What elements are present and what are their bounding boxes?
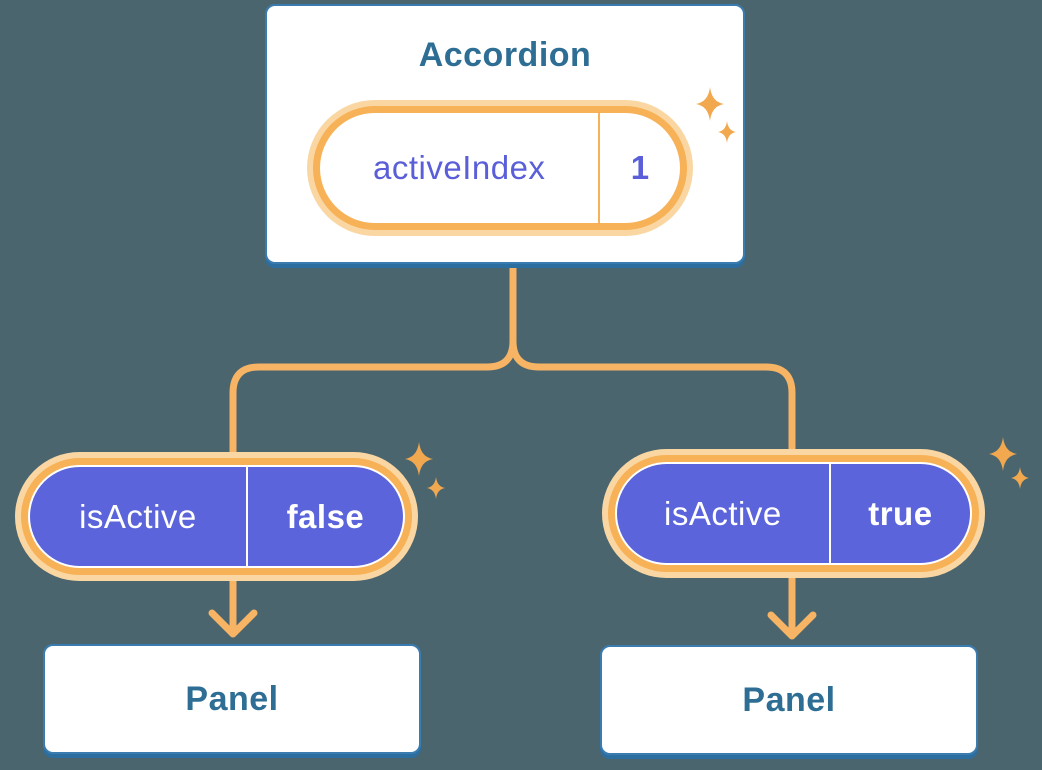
sparkle-icon <box>405 442 433 476</box>
prop-name: isActive <box>664 494 782 532</box>
prop-pill-isactive-true: isActive true <box>615 462 972 565</box>
panel-component-card: Panel <box>600 645 978 755</box>
state-pill: activeIndex 1 <box>320 113 680 223</box>
prop-pill-isactive-false: isActive false <box>28 465 405 568</box>
prop-value: true <box>828 464 970 563</box>
arrow-down-icon <box>767 611 817 640</box>
state-value: 1 <box>598 113 680 223</box>
sparkle-icon <box>696 87 724 121</box>
prop-name: isActive <box>79 497 197 535</box>
sparkle-icon <box>989 437 1017 471</box>
branch-line-left <box>229 265 517 634</box>
component-title: Panel <box>742 680 836 719</box>
sparkle-icon <box>427 477 445 499</box>
arrow-down-icon <box>208 609 258 638</box>
state-name: activeIndex <box>373 149 546 186</box>
sparkle-icon <box>1011 467 1029 489</box>
panel-component-card: Panel <box>43 644 421 754</box>
component-title: Panel <box>185 679 279 718</box>
prop-value: false <box>245 467 403 566</box>
sparkle-icon <box>718 121 736 143</box>
branch-line-right <box>509 265 796 636</box>
component-title: Accordion <box>418 36 592 74</box>
